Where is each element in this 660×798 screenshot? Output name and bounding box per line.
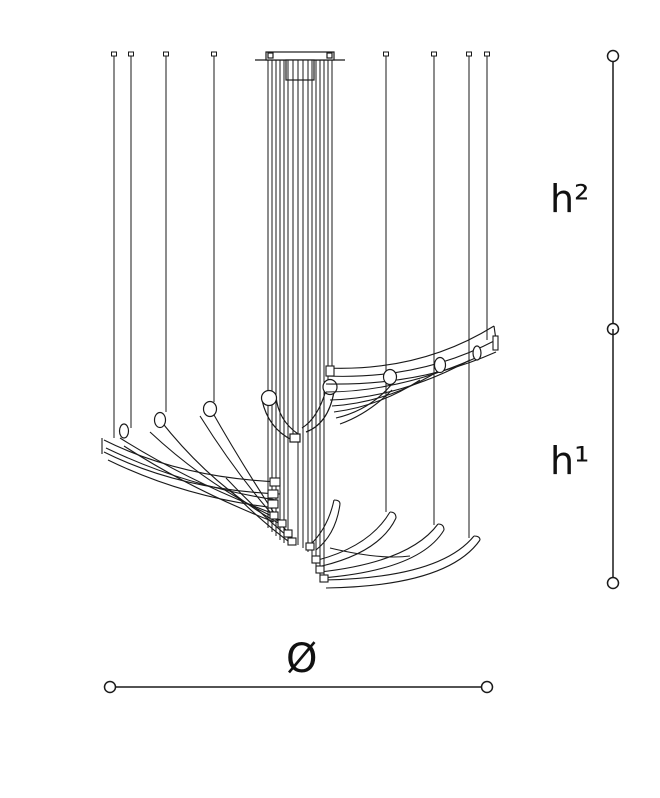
left-arm-tips — [118, 400, 218, 439]
right-upper-arms — [325, 325, 499, 425]
upper-center-arms — [260, 378, 338, 443]
dimension-h1 — [606, 329, 620, 590]
right-lower-arms — [305, 499, 481, 589]
right-upper-arm-tips — [382, 345, 482, 386]
h2-label: h² — [550, 177, 589, 221]
suspension-cables-right — [383, 51, 490, 538]
diameter-label: Ø — [286, 636, 317, 682]
dimension-h2 — [606, 49, 620, 336]
h1-label: h¹ — [550, 439, 589, 483]
suspension-cables-left — [111, 51, 217, 438]
central-rod-bundle — [267, 60, 333, 580]
dimension-diameter — [103, 680, 494, 694]
left-light-arms — [101, 407, 297, 546]
